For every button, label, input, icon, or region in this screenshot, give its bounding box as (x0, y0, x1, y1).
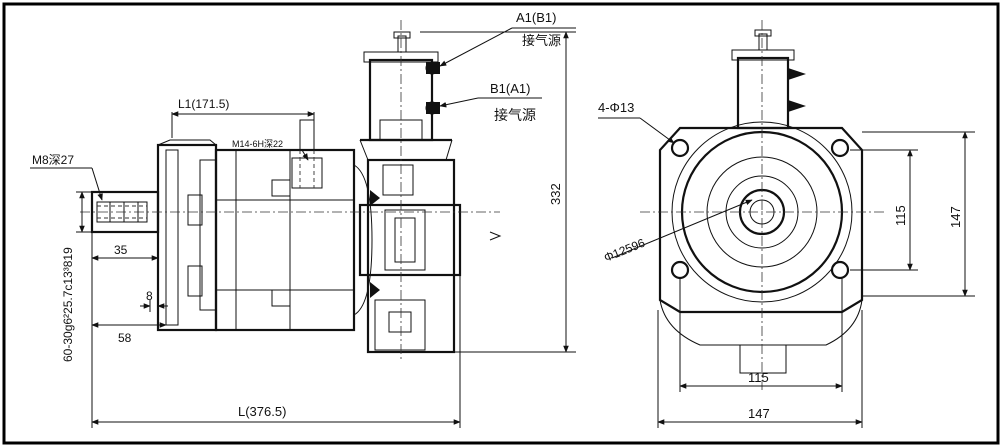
label-332: 332 (548, 183, 563, 205)
label-spline: 60-30g6²25.7c13³819 (61, 247, 75, 362)
label-h115: 115 (748, 370, 769, 385)
valve-block (358, 138, 462, 354)
pump-body (214, 119, 373, 332)
label-b1a1: B1(A1) (490, 81, 530, 96)
label-h147: 147 (748, 406, 770, 421)
label-v115: 115 (893, 205, 908, 226)
label-phi: Φ12596 (602, 236, 647, 265)
label-l: L(376.5) (238, 404, 286, 419)
label-l1: L1(171.5) (178, 97, 229, 111)
mounting-flange (156, 139, 218, 332)
label-air-upper: 接气源 (522, 33, 561, 48)
label-35: 35 (114, 243, 128, 257)
side-dimensions (30, 27, 576, 428)
front-dimensions (598, 117, 975, 428)
label-58: 58 (118, 331, 132, 345)
actuator-cylinder (363, 31, 440, 142)
label-a1b1: A1(B1) (516, 10, 556, 25)
label-holes: 4-Φ13 (598, 100, 634, 115)
front-view (640, 20, 885, 390)
label-v147: 147 (948, 206, 963, 228)
label-8: 8 (146, 289, 153, 303)
label-m14: M14-6H深22 (232, 139, 283, 149)
side-view (80, 20, 502, 360)
label-air-lower: 接气源 (494, 107, 536, 123)
label-m8: M8深27 (32, 153, 74, 167)
side-labels: A1(B1) 接气源 B1(A1) 接气源 L1(171.5) M14-6H深2… (32, 10, 563, 419)
